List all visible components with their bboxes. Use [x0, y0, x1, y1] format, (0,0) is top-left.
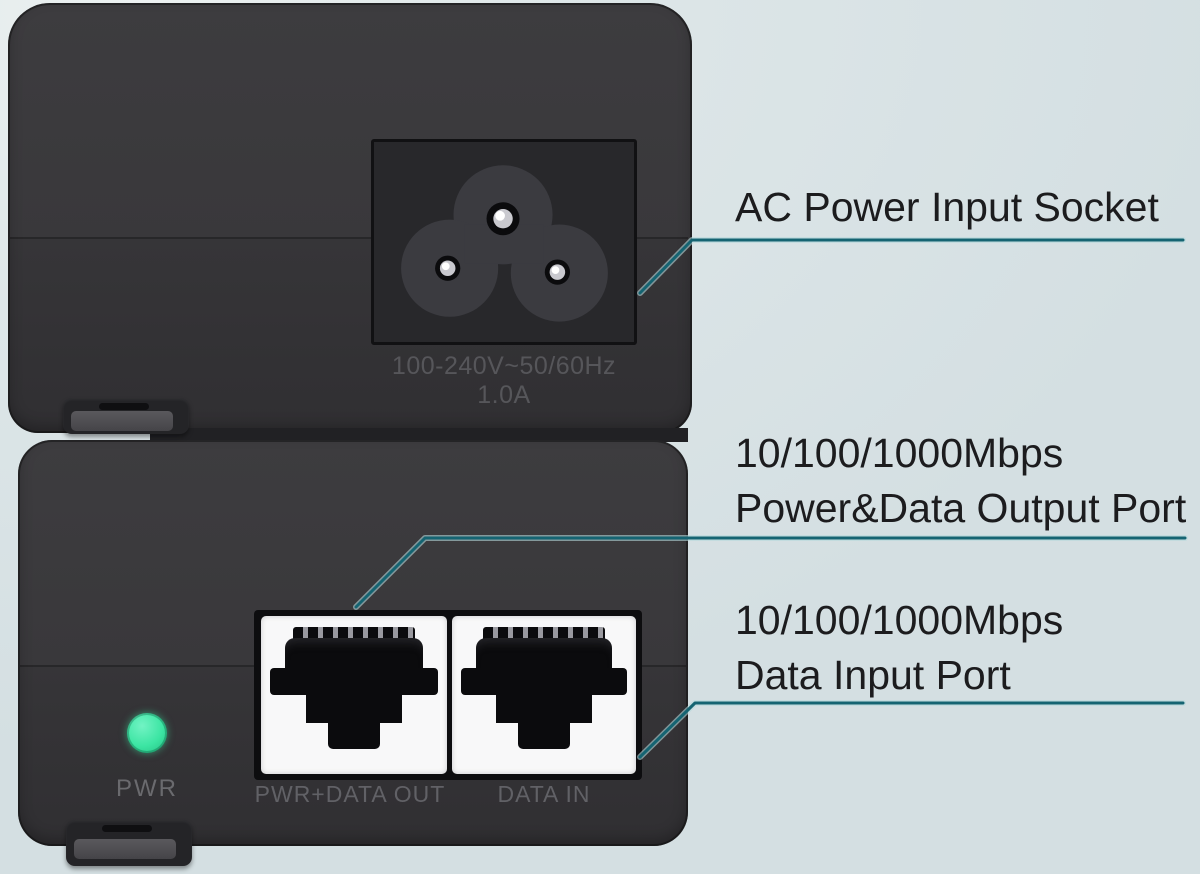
callout-text-line2: Data Input Port [735, 652, 1011, 698]
rj45-jack-step [305, 693, 403, 724]
callout-power-data-output-port: 10/100/1000Mbps Power&Data Output Port [735, 426, 1186, 536]
ac-inlet-socket-icon [401, 165, 608, 322]
callout-data-input-port: 10/100/1000Mbps Data Input Port [735, 593, 1063, 703]
power-led [127, 713, 167, 753]
callout-text: AC Power Input Socket [735, 184, 1159, 230]
mount-clip-slot [102, 825, 152, 832]
mount-clip-slot [99, 403, 149, 410]
rj45-jack-step [496, 693, 592, 724]
power-rating-label: 100-240V~50/60Hz 1.0A [391, 352, 617, 409]
power-led-label: PWR [116, 775, 178, 802]
leader-line-ac-socket [638, 238, 1185, 295]
mount-clip-face [74, 839, 176, 859]
rj45-port-data-in [452, 616, 636, 774]
callout-text-line1: 10/100/1000Mbps [735, 430, 1064, 476]
callout-ac-power-socket: AC Power Input Socket [735, 180, 1159, 235]
callout-text-line2: Power&Data Output Port [735, 485, 1187, 531]
rj45-latch-notch [518, 721, 570, 749]
mount-clip-face [71, 411, 173, 431]
device-stack-seam [150, 428, 688, 442]
rj45-latch-notch [327, 721, 381, 749]
ac-pin-left [435, 255, 461, 281]
ac-pin-right [544, 259, 571, 285]
output-port-label: PWR+DATA OUT [254, 781, 446, 807]
mount-clip-rear [63, 398, 189, 434]
leader-line-input-port [638, 701, 1185, 759]
case-parting-line-rear [10, 237, 688, 239]
rj45-jack-side-tabs [270, 668, 438, 695]
mount-clip-front [66, 820, 192, 866]
rj45-port-power-data-out [261, 616, 447, 774]
callout-text-line1: 10/100/1000Mbps [735, 597, 1064, 643]
ac-inlet-recess [371, 139, 637, 345]
ac-pin-top [486, 202, 520, 236]
input-port-label: DATA IN [497, 781, 591, 807]
rj45-jack-side-tabs [461, 668, 627, 695]
